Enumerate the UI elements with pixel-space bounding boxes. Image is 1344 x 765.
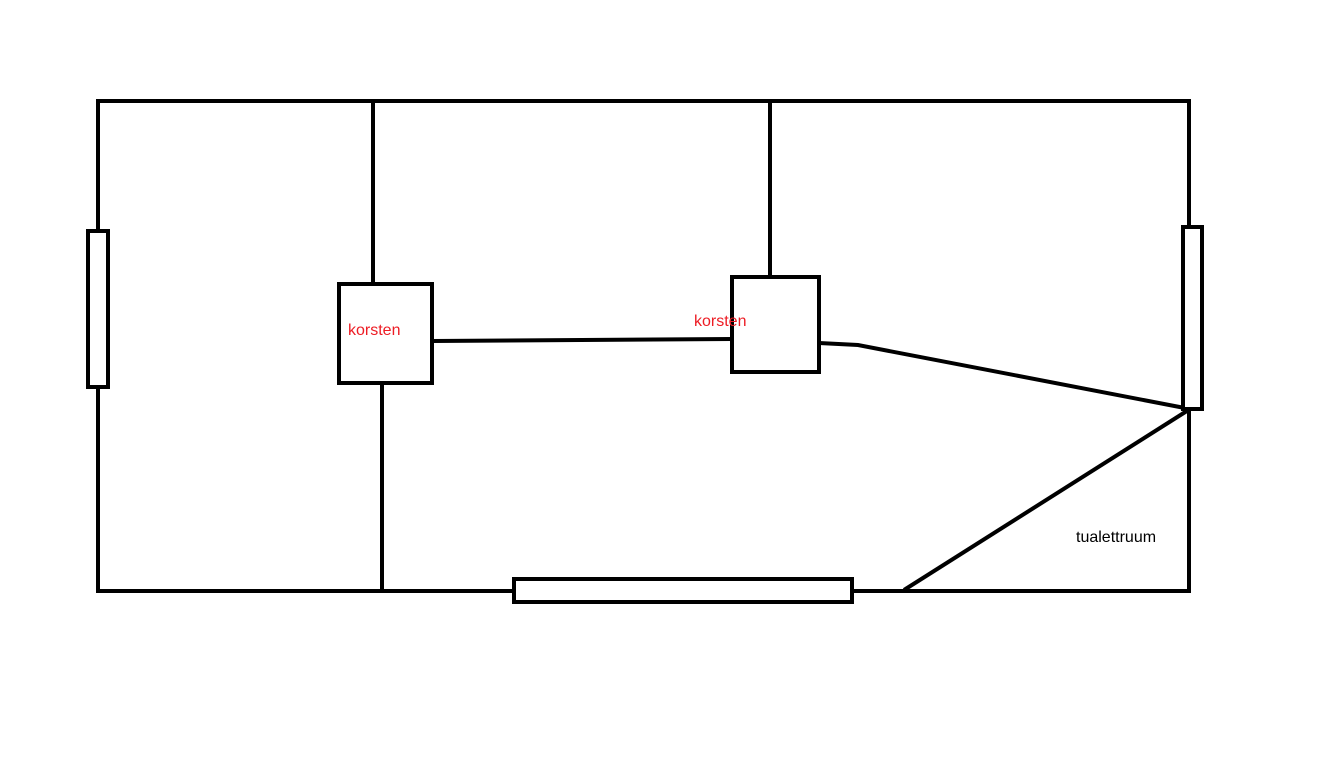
diagonal-wall-upper <box>818 341 1191 411</box>
diagonal-wall-lower <box>902 407 1192 592</box>
window-left <box>86 229 110 389</box>
label-korsten-right: korsten <box>694 313 746 330</box>
label-tualettruum: tualettruum <box>1076 529 1156 546</box>
label-korsten-left: korsten <box>348 322 400 339</box>
chimney-box-right <box>730 275 821 374</box>
outer-wall <box>96 99 1191 593</box>
door-bottom <box>512 577 854 604</box>
window-right <box>1181 225 1204 411</box>
partition-wall-middle <box>432 337 733 343</box>
chimney-box-left <box>337 282 434 385</box>
